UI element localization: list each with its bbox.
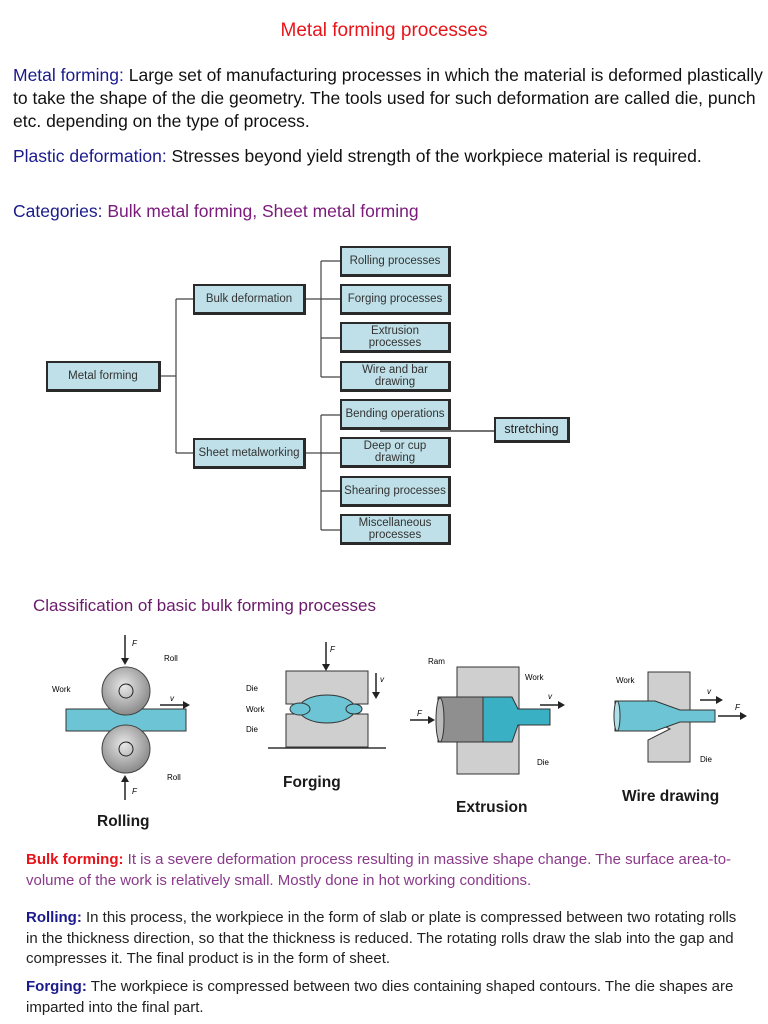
- node-miscellaneous-processes: Miscellaneous processes: [340, 514, 451, 545]
- definition-plastic-deformation: Plastic deformation: Stresses beyond yie…: [13, 145, 763, 168]
- node-stretching: stretching: [494, 417, 570, 443]
- force-label: F: [735, 703, 741, 712]
- work-label: Work: [525, 673, 545, 682]
- node-wire-bar-drawing: Wire and bar drawing: [340, 361, 451, 392]
- force-label: F: [417, 709, 423, 718]
- node-shearing-processes: Shearing processes: [340, 476, 451, 507]
- term: Plastic deformation:: [13, 146, 167, 166]
- die-label: Die: [246, 684, 259, 693]
- term: Bulk forming:: [26, 851, 124, 868]
- node-rolling-processes: Rolling processes: [340, 246, 451, 277]
- term: Categories:: [13, 201, 103, 221]
- node-bulk-deformation: Bulk deformation: [193, 284, 306, 315]
- caption-forging: Forging: [283, 774, 341, 791]
- ram-label: Ram: [428, 657, 445, 666]
- velocity-label: v: [170, 694, 175, 703]
- roll-label: Roll: [164, 654, 178, 663]
- node-sheet-metalworking: Sheet metalworking: [193, 438, 306, 469]
- die-label: Die: [700, 755, 713, 764]
- die-label: Die: [246, 725, 259, 734]
- force-label: F: [330, 645, 336, 654]
- node-metal-forming: Metal forming: [46, 361, 161, 392]
- node-deep-cup-drawing: Deep or cup drawing: [340, 437, 451, 468]
- node-bending-operations: Bending operations: [340, 399, 451, 430]
- description-forging: Forging: The workpiece is compressed bet…: [26, 977, 746, 1018]
- work-label: Work: [616, 676, 636, 685]
- forging-figure: F v Die Work Die: [246, 642, 386, 749]
- description-text: In this process, the workpiece in the fo…: [26, 909, 737, 967]
- definition-metal-forming: Metal forming: Large set of manufacturin…: [13, 64, 763, 133]
- term: Rolling:: [26, 909, 82, 926]
- description-text: The workpiece is compressed between two …: [26, 978, 734, 1016]
- work-label: Work: [52, 685, 72, 694]
- force-label: F: [132, 787, 138, 796]
- page-title: Metal forming processes: [280, 20, 488, 41]
- node-forging-processes: Forging processes: [340, 284, 451, 315]
- die-label: Die: [537, 758, 550, 767]
- rolling-figure: F Roll Work v Roll F: [52, 635, 190, 800]
- wire-drawing-figure: Work v F Die: [613, 671, 747, 764]
- diagram-connectors: [160, 260, 495, 531]
- velocity-label: v: [707, 687, 712, 696]
- caption-rolling: Rolling: [97, 813, 150, 830]
- node-extrusion-processes: Extrusion processes: [340, 322, 451, 353]
- description-rolling: Rolling: In this process, the workpiece …: [26, 908, 746, 970]
- force-label: F: [132, 639, 138, 648]
- caption-extrusion: Extrusion: [456, 799, 528, 816]
- definition-text: Stresses beyond yield strength of the wo…: [166, 146, 702, 166]
- velocity-label: v: [380, 675, 385, 684]
- section-title: Classification of basic bulk forming pro…: [33, 596, 376, 615]
- term: Forging:: [26, 978, 87, 995]
- definition-text: Large set of manufacturing processes in …: [13, 65, 763, 131]
- velocity-label: v: [548, 692, 553, 701]
- work-label: Work: [246, 705, 266, 714]
- definition-categories: Categories: Bulk metal forming, Sheet me…: [13, 200, 763, 223]
- roll-label: Roll: [167, 773, 181, 782]
- term: Metal forming:: [13, 65, 124, 85]
- extrusion-figure: Ram Work v F Die: [410, 657, 565, 775]
- description-text: It is a severe deformation process resul…: [26, 851, 732, 889]
- definition-text: Bulk metal forming, Sheet metal forming: [102, 201, 419, 221]
- caption-wire-drawing: Wire drawing: [622, 788, 720, 805]
- description-bulk-forming: Bulk forming: It is a severe deformation…: [26, 850, 746, 891]
